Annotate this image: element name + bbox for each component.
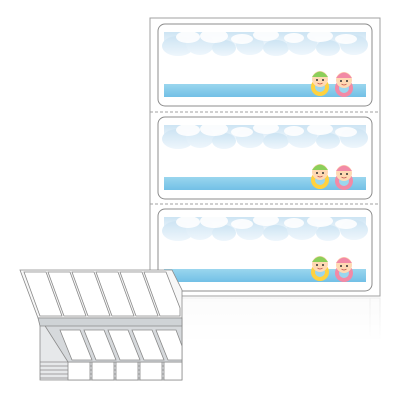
label-3 (157, 208, 373, 292)
label-1 (157, 23, 373, 107)
label-2 (157, 116, 373, 200)
fanfold-stack (19, 269, 183, 381)
